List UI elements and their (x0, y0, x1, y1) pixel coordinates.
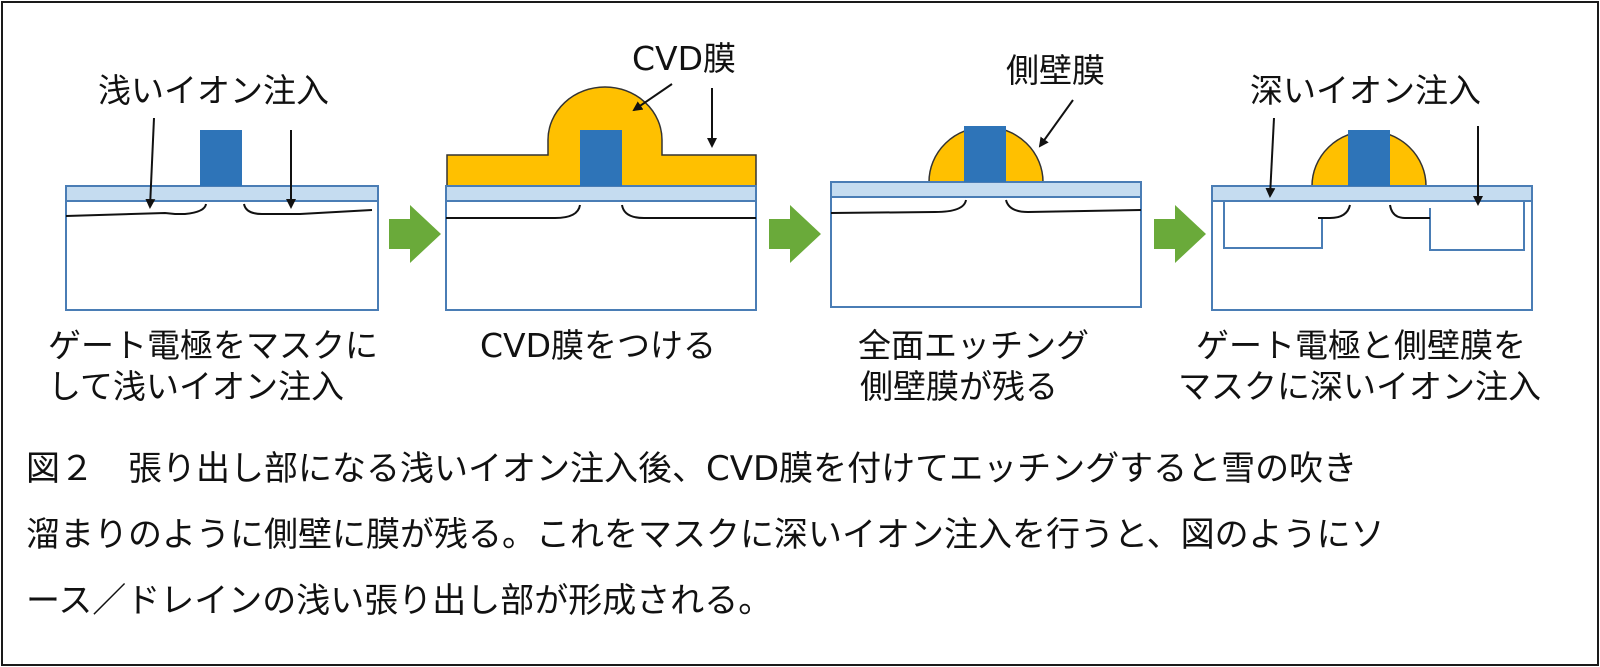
panel-1-caption-line-2: して浅いイオン注入 (48, 367, 344, 406)
gate-oxide (830, 181, 1142, 198)
figure-caption-line-2: 溜まりのように側壁に膜が残る。これをマスクに深いイオン注入を行うと、図のようにソ (26, 515, 1385, 555)
process-arrow-2 (769, 205, 821, 263)
panel-1: 浅いイオン注入 ゲート電極をマスクに して浅いイオン注入 (48, 71, 379, 406)
panel-3: 側壁膜 全面エッチング 側壁膜が残る (830, 51, 1142, 406)
figure-caption-line-1: 図２ 張り出し部になる浅いイオン注入後、CVD膜を付けてエッチングすると雪の吹き (26, 449, 1358, 489)
panel-4: 深いイオン注入 ゲート電極と側壁膜を マスクに深いイオン注入 (1178, 71, 1541, 406)
panel-2: CVD膜 CVD膜をつける (445, 39, 757, 365)
panel-1-label: 浅いイオン注入 (98, 71, 329, 110)
panel-2-caption-line-1: CVD膜をつける (480, 326, 716, 365)
deep-junction-right (1429, 201, 1525, 251)
implant-arrow-left (145, 117, 156, 209)
process-arrow-1 (389, 205, 441, 263)
cvd-arrow-dome (632, 83, 673, 112)
gate-electrode (964, 126, 1006, 182)
gate-oxide (65, 185, 379, 202)
substrate (445, 200, 757, 311)
gate-oxide (1211, 185, 1533, 202)
substrate (1211, 200, 1533, 311)
panel-4-caption-line-1: ゲート電極と側壁膜を (1196, 326, 1526, 365)
sidewall-arrow (1038, 99, 1074, 148)
shallow-junction-line (446, 204, 756, 219)
panel-3-caption-line-2: 側壁膜が残る (860, 367, 1058, 406)
gate-electrode (1348, 130, 1390, 186)
shallow-junction-line (830, 199, 1142, 214)
panel-3-caption-line-1: 全面エッチング (858, 326, 1089, 365)
figure-caption-line-3: ース／ドレインの浅い張り出し部が形成される。 (26, 581, 773, 621)
panel-2-label: CVD膜 (632, 39, 736, 78)
panel-3-label: 側壁膜 (1006, 51, 1105, 90)
substrate (65, 200, 379, 311)
gate-electrode (580, 130, 622, 186)
substrate (830, 196, 1142, 308)
panel-4-caption-line-2: マスクに深いイオン注入 (1178, 367, 1541, 406)
deep-implant-arrow-left (1265, 117, 1276, 198)
gate-oxide (445, 185, 757, 202)
shallow-junction-line (65, 203, 373, 217)
process-arrow-3 (1154, 205, 1206, 263)
figure-caption: 図２ 張り出し部になる浅いイオン注入後、CVD膜を付けてエッチングすると雪の吹き… (26, 443, 1586, 641)
panel-4-label: 深いイオン注入 (1250, 71, 1481, 110)
panel-1-caption-line-1: ゲート電極をマスクに (48, 326, 378, 365)
gate-electrode (200, 130, 242, 186)
shallow-extension-line (1318, 204, 1430, 219)
deep-junction-left (1223, 201, 1323, 249)
